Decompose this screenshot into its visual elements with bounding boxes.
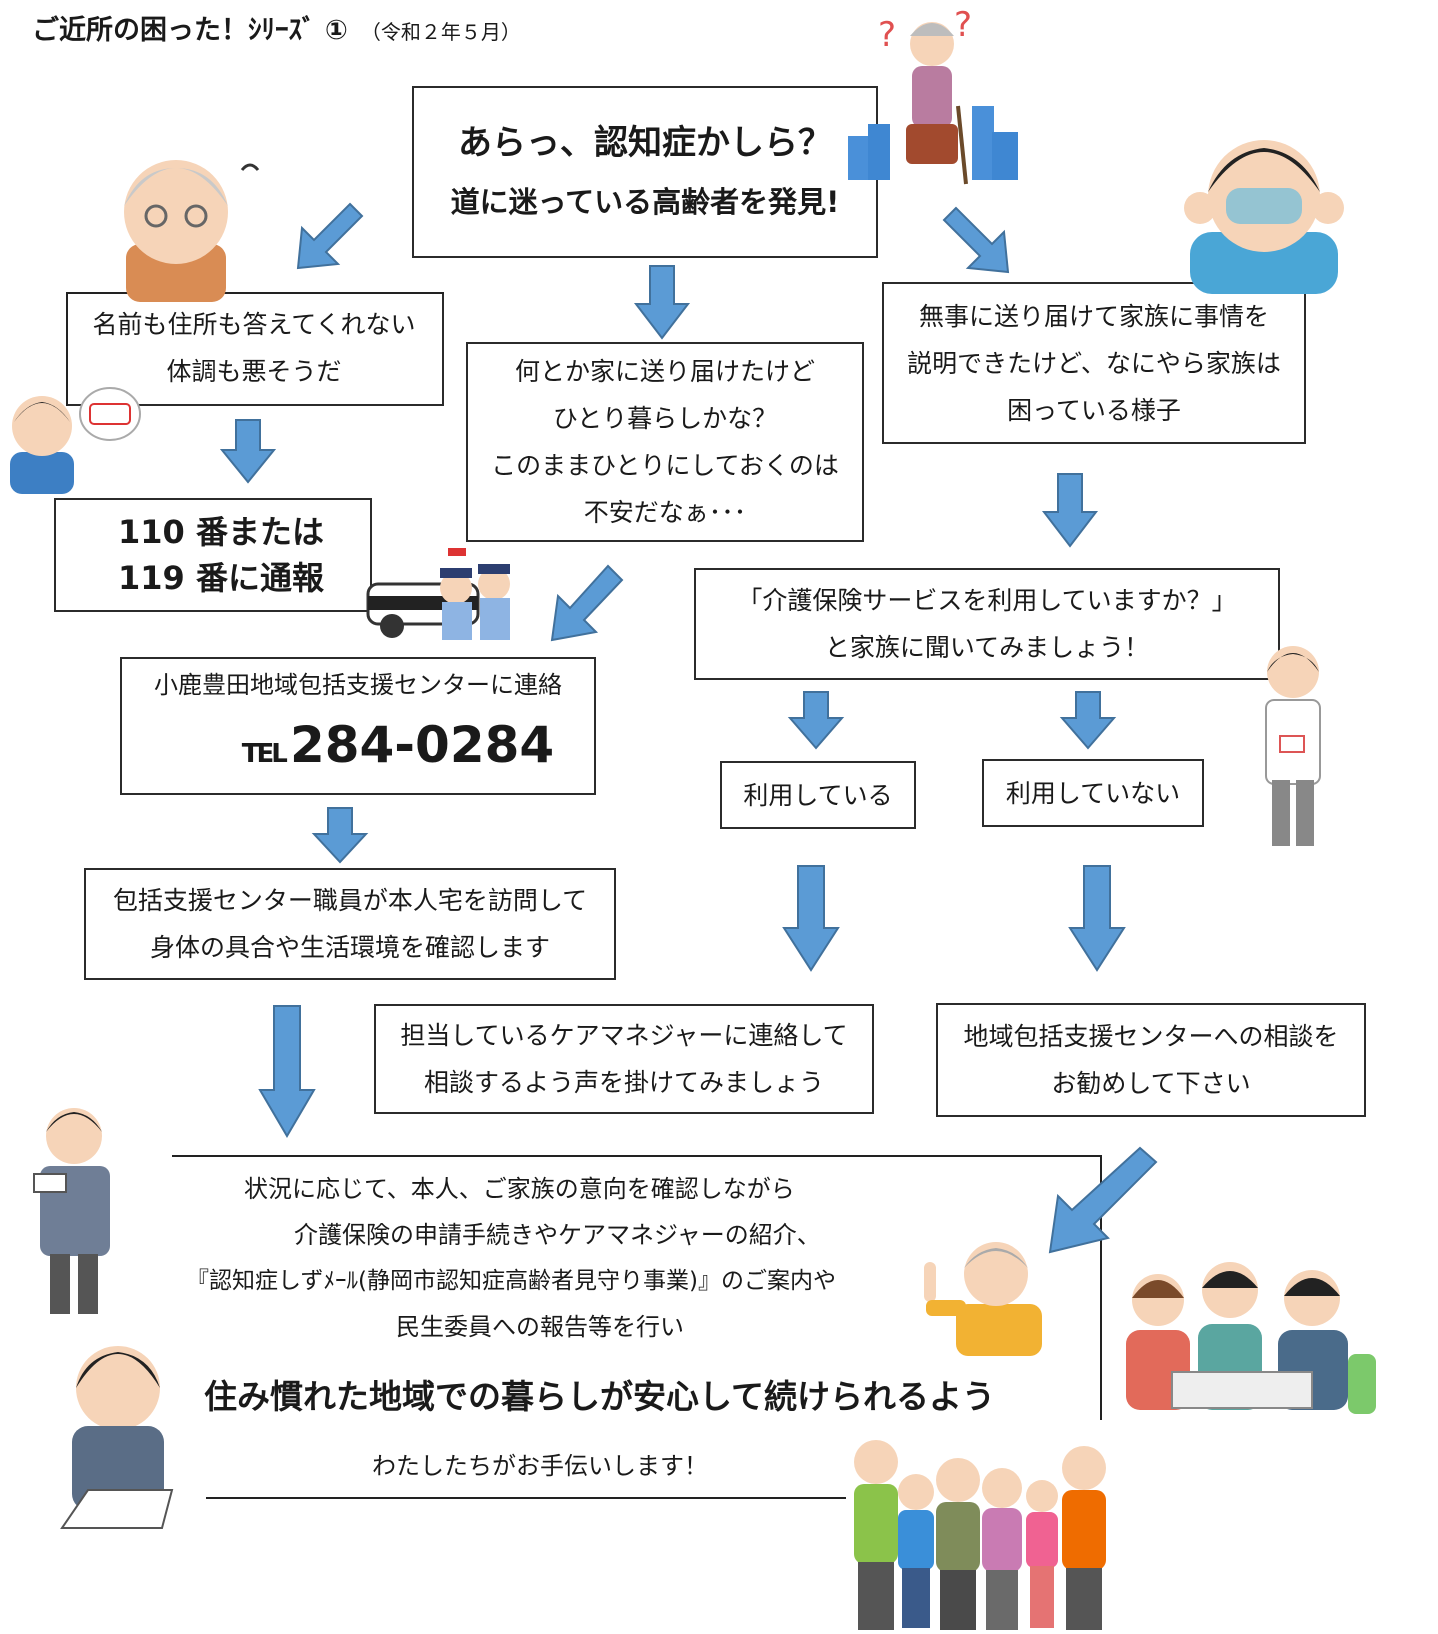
middle-box-line2: ひとり暮らしかな？	[552, 404, 778, 433]
top-box-line2: 道に迷っている高齢者を発見!	[450, 185, 840, 219]
middle-box: 何とか家に送り届けたけど ひとり暮らしかな？ このままひとりにしておくのは 不安…	[466, 342, 864, 542]
consult-box-line1: 地域包括支援センターへの相談を	[963, 1022, 1339, 1051]
not-using-box-label: 利用していない	[1005, 778, 1181, 808]
emergency-box-line2: 119 番に通報	[118, 559, 324, 597]
confused-elderly-man-illustration	[124, 160, 260, 302]
police-car-illustration	[366, 548, 510, 640]
left-box: 名前も住所も答えてくれない 体調も悪そうだ	[66, 292, 444, 406]
final-line1: 状況に応じて、本人、ご家族の意向を確認しながら	[244, 1175, 795, 1203]
elderly-man-pointing-illustration	[924, 1242, 1042, 1356]
svg-text:?: ?	[954, 6, 972, 45]
arrow-right-to-question	[1041, 473, 1099, 548]
center-box: 小鹿豊田地域包括支援センターに連絡 TEL 284-0284	[120, 657, 596, 795]
consult-box: 地域包括支援センターへの相談を お勧めして下さい	[936, 1003, 1366, 1117]
arrow-left-to-emergency	[219, 419, 277, 484]
final-box	[172, 1155, 1102, 1420]
using-box-label: 利用している	[743, 780, 893, 810]
left-box-line1: 名前も住所も答えてくれない	[92, 310, 416, 339]
arrow-middle-to-center	[550, 564, 624, 642]
arrow-top-to-middle	[633, 265, 691, 340]
lost-elderly-woman-illustration: ? ?	[848, 6, 1018, 185]
top-box-line1: あらっ、認知症かしら？	[458, 123, 832, 163]
troubled-man-illustration	[1184, 140, 1344, 294]
visit-box-line2: 身体の具合や生活環境を確認します	[149, 933, 550, 962]
arrow-not-using-to-consult	[1068, 865, 1126, 972]
final-underline	[206, 1497, 846, 1499]
middle-box-line1: 何とか家に送り届けたけど	[514, 357, 815, 386]
visit-box-line1: 包括支援センター職員が本人宅を訪問して	[112, 886, 588, 915]
arrow-center-to-visit	[311, 807, 369, 864]
arrow-question-to-not-using	[1059, 691, 1117, 750]
top-box: あらっ、認知症かしら？ 道に迷っている高齢者を発見!	[412, 86, 878, 258]
tel-prefix: TEL	[241, 739, 288, 769]
right-box-line2: 説明できたけど、なにやら家族は	[907, 348, 1281, 378]
care-staff-woman-illustration	[1265, 646, 1321, 846]
using-box: 利用している	[720, 761, 916, 829]
question-box-line2: と家族に聞いてみましょう！	[824, 633, 1150, 662]
header-date: （令和２年５月）	[360, 20, 521, 44]
middle-box-line3: このままひとりにしておくのは	[491, 451, 839, 480]
caremanager-box-line1: 担当しているケアマネジャーに連絡して	[400, 1021, 848, 1050]
arrow-visit-to-final	[258, 1005, 316, 1138]
question-box: 「介護保険サービスを利用していますか？」 と家族に聞いてみましょう！	[694, 568, 1280, 680]
final-line4: 民生委員への報告等を行い	[396, 1313, 684, 1341]
middle-box-line4: 不安だなぁ･･･	[583, 498, 747, 527]
visit-box: 包括支援センター職員が本人宅を訪問して 身体の具合や生活環境を確認します	[84, 868, 616, 980]
right-box: 無事に送り届けて家族に事情を 説明できたけど、なにやら家族は 困っている様子	[882, 282, 1306, 444]
emergency-box-line1: 110 番または	[118, 513, 324, 551]
family-consultation-illustration	[1126, 1262, 1376, 1414]
left-box-line2: 体調も悪そうだ	[166, 357, 342, 386]
question-box-line1: 「介護保険サービスを利用していますか？」	[737, 586, 1237, 615]
svg-text:?: ?	[878, 15, 896, 55]
right-box-line3: 困っている様子	[1007, 395, 1181, 425]
final-line2: 介護保険の申請手続きやケアマネジャーの紹介、	[294, 1221, 821, 1249]
family-group-illustration	[854, 1440, 1106, 1630]
man-calling-ambulance-illustration	[10, 387, 141, 494]
arrow-top-to-left	[296, 202, 364, 270]
final-closing: わたしたちがお手伝いします！	[372, 1452, 708, 1480]
arrow-top-to-right	[942, 206, 1010, 274]
final-line3: 『認知症しずﾒｰﾙ(静岡市認知症高齢者見守り事業)』のご案内や	[186, 1268, 836, 1294]
not-using-box: 利用していない	[982, 759, 1204, 827]
emergency-box: 110 番または 119 番に通報	[54, 498, 372, 612]
caremanager-box-line2: 相談するよう声を掛けてみましょう	[423, 1068, 824, 1097]
arrow-using-to-caremanager	[782, 865, 840, 972]
left-box-left-border	[66, 292, 68, 406]
page-header: ご近所の困った！ｼﾘｰｽﾞ ① （令和２年５月）	[32, 8, 521, 47]
caremanager-box: 担当しているケアマネジャーに連絡して 相談するよう声を掛けてみましょう	[374, 1004, 874, 1114]
right-box-line1: 無事に送り届けて家族に事情を	[918, 301, 1269, 331]
left-box-top-border	[66, 292, 444, 294]
tel-line: TEL 284-0284	[242, 710, 554, 792]
staff-woman-document-illustration	[60, 1346, 174, 1529]
header-title: ご近所の困った！ｼﾘｰｽﾞ ①	[32, 15, 348, 46]
consult-box-line2: お勧めして下さい	[1051, 1069, 1251, 1098]
tel-number: 284-0284	[289, 716, 555, 774]
center-box-line1: 小鹿豊田地域包括支援センターに連絡	[154, 671, 562, 699]
final-headline: 住み慣れた地域での暮らしが安心して続けられるよう	[204, 1377, 996, 1416]
arrow-consult-to-final	[1048, 1146, 1158, 1254]
arrow-question-to-using	[787, 691, 845, 750]
staff-man-with-id-illustration	[33, 1108, 110, 1314]
